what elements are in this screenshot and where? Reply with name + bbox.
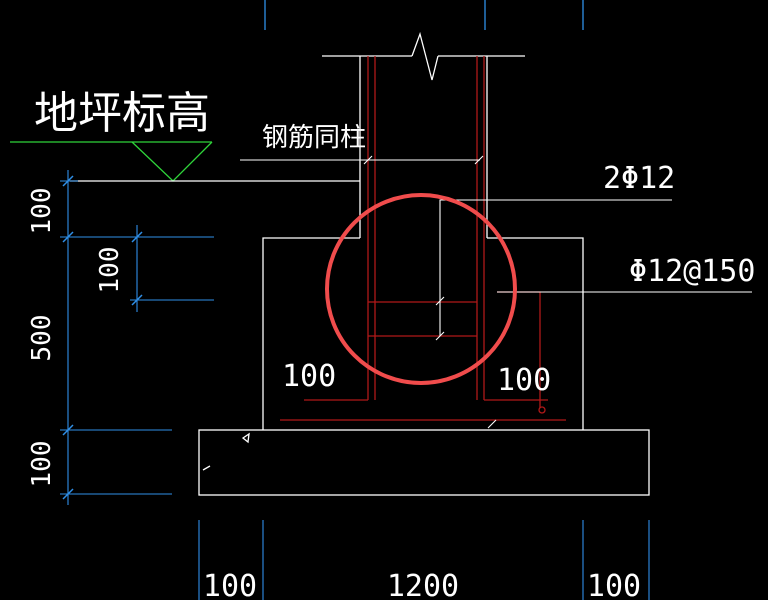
rebar-2phi12-label: 2Φ12 (603, 161, 675, 196)
rebar-same-column-label: 钢筋同柱 (262, 123, 366, 153)
leader-tick (435, 331, 445, 341)
dimension-tick (62, 231, 74, 243)
highlight-circle (325, 193, 517, 385)
dimension-text-left-3: 500 (27, 315, 57, 362)
top-grid-ticks (264, 0, 584, 30)
dimension-text-left-2: 100 (95, 247, 125, 294)
elevation-triangle (131, 141, 213, 182)
footing-slab (198, 429, 650, 496)
column-outline (322, 31, 525, 238)
dimension-tick (62, 424, 74, 436)
section-mark (202, 465, 211, 471)
rebar-phi12-150-label: Φ12@150 (629, 254, 755, 289)
pedestal-left-outline (262, 237, 360, 430)
ground-elevation-label: 地坪标高 (34, 88, 210, 139)
dimension-tick (131, 231, 143, 243)
leader-2phi12 (439, 199, 672, 336)
dimension-text-bottom-left: 100 (203, 569, 257, 600)
dimension-text-left-4: 100 (27, 441, 57, 488)
column-break-symbol (411, 31, 439, 81)
pedestal-right-outline (487, 237, 584, 430)
dimension-tick (131, 294, 143, 306)
leader-tick (474, 155, 484, 165)
leader-tick (435, 296, 445, 306)
dimension-text-bottom-right: 100 (587, 569, 641, 600)
cover-left-label: 100 (282, 359, 336, 394)
dimension-ticks (62, 175, 143, 500)
cover-right-label: 100 (497, 363, 551, 398)
dimension-lines (60, 170, 650, 600)
section-mark (241, 432, 250, 444)
rebar-dot (538, 406, 546, 414)
ground-elevation-symbol (10, 141, 360, 182)
dimension-tick (62, 488, 74, 500)
leader-tick (363, 155, 373, 165)
dimension-text-left-1: 100 (27, 188, 57, 235)
dimension-tick (62, 175, 74, 187)
leader-lines (240, 155, 752, 429)
leader-tick (487, 419, 497, 429)
footing-outline (198, 237, 650, 496)
dimension-text-bottom-mid: 1200 (387, 569, 459, 600)
